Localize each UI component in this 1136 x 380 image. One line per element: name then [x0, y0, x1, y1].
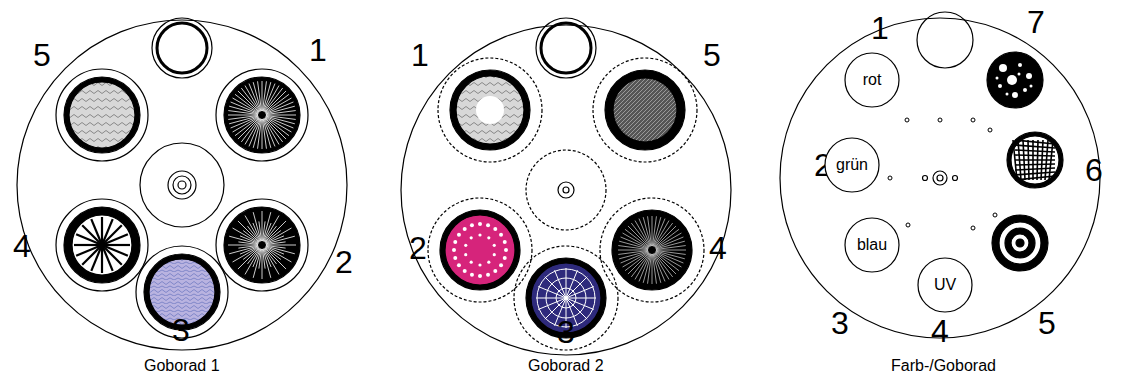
callout-number: 2: [409, 232, 427, 264]
filter-circle: blau: [844, 217, 900, 273]
callout-number: 4: [709, 232, 727, 264]
filter-label: grün: [836, 156, 868, 174]
callout-number: 1: [309, 34, 327, 66]
callout-number: 5: [1038, 307, 1056, 339]
callout-number: 3: [557, 316, 575, 348]
callout-number: 4: [931, 315, 949, 347]
callout-number: 4: [13, 230, 31, 262]
callout-number: 5: [703, 39, 721, 71]
filter-circle: rot: [844, 52, 900, 108]
callout-number: 1: [871, 12, 889, 44]
filter-label: blau: [857, 236, 887, 254]
filter-circle: grün: [824, 137, 880, 193]
callout-number: 6: [1085, 154, 1103, 186]
callout-number: 3: [172, 314, 190, 346]
wheel-caption: Goborad 1: [144, 358, 220, 374]
filter-label: UV: [934, 276, 956, 294]
filter-label: rot: [863, 71, 882, 89]
callout-number: 5: [33, 39, 51, 71]
wheel-caption: Farb-/Goborad: [891, 358, 996, 374]
filter-circle: UV: [917, 257, 973, 313]
callout-number: 2: [335, 246, 353, 278]
callout-number: 3: [831, 307, 849, 339]
wheel-caption: Goborad 2: [528, 358, 604, 374]
callout-number: 7: [1027, 6, 1045, 38]
callout-number: 1: [411, 39, 429, 71]
